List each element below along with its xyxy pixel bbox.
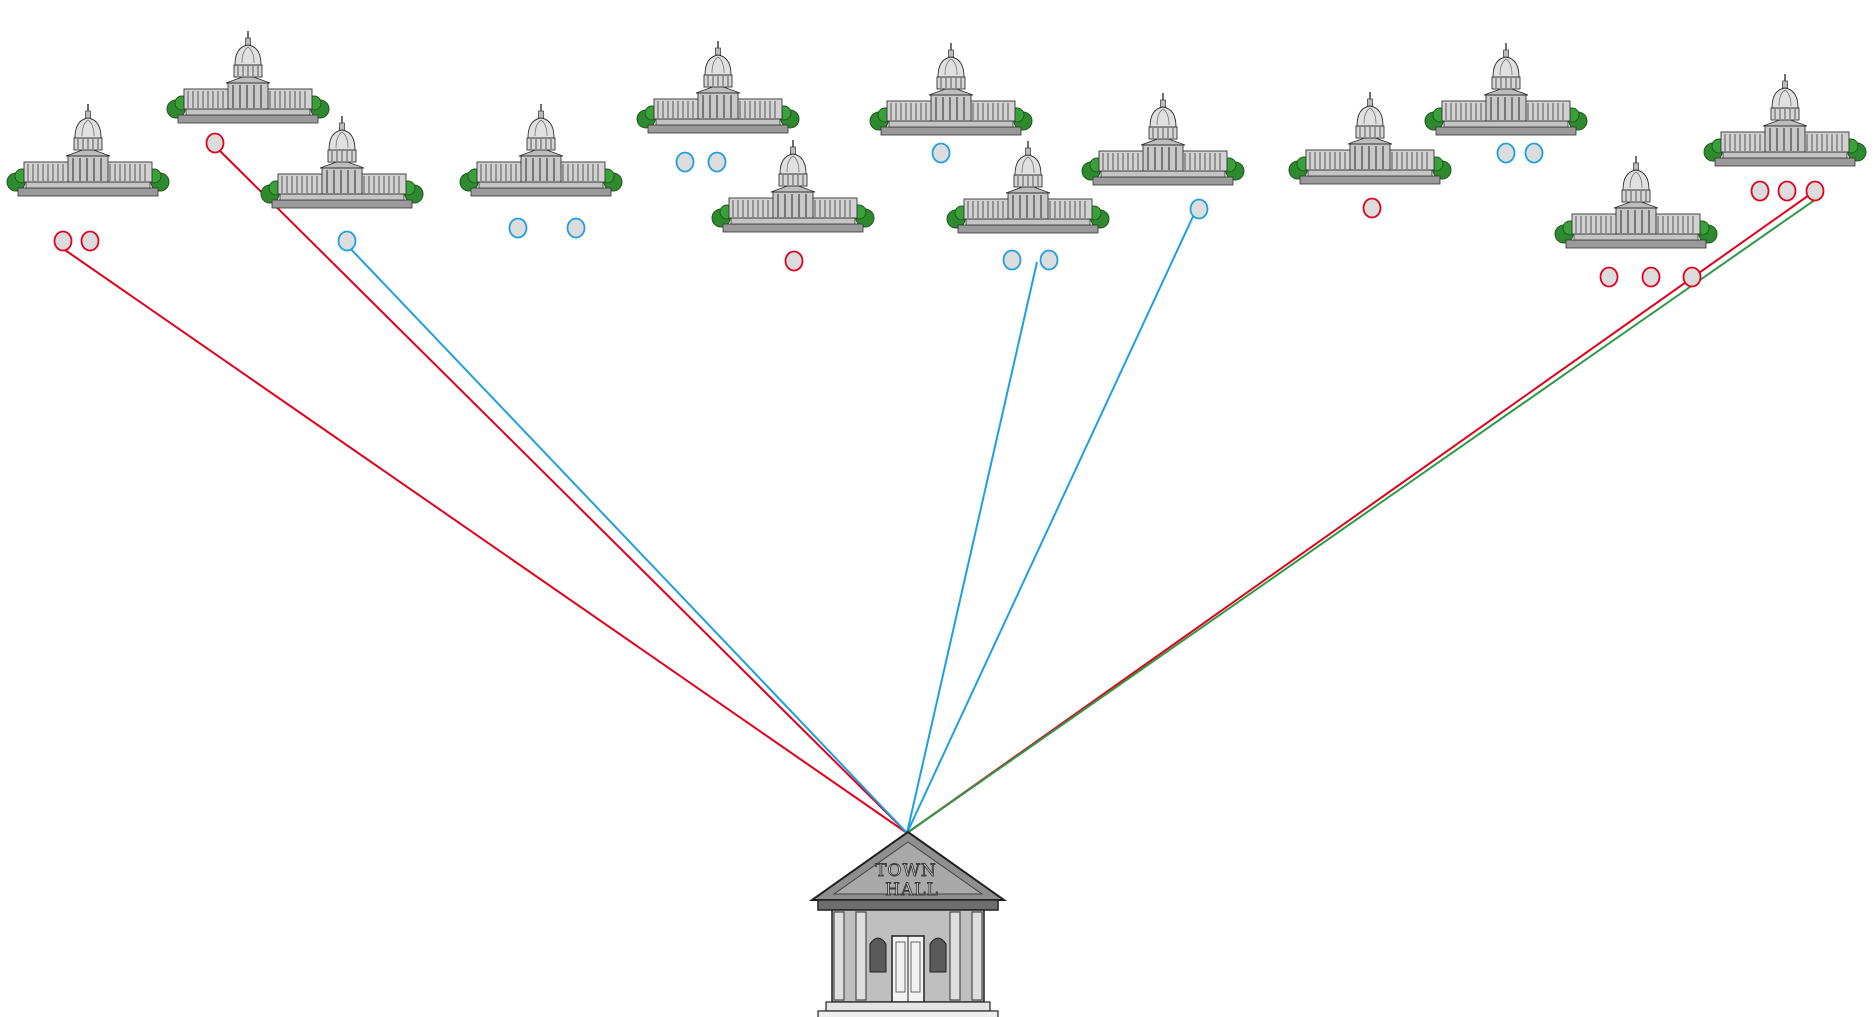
capitol-building-icon [1424,42,1588,136]
marker-blue [566,217,586,239]
connection-line-red [215,146,908,834]
marker-red [1750,180,1770,202]
connection-lines [64,146,1820,834]
marker-red [80,230,100,252]
capitol-building-icon [1288,91,1452,185]
marker-blue [1524,142,1544,164]
capitol-building-icon [636,40,800,134]
connection-line-blue [346,244,908,834]
marker-blue [1496,142,1516,164]
marker-blue [337,230,357,252]
capitol-building-icon [6,103,170,197]
legislator-markers [53,132,1825,288]
marker-red [1641,266,1661,288]
capitol-building-icon [946,140,1110,234]
marker-blue [1002,249,1022,271]
connection-line-green [906,196,1820,834]
marker-red [1805,180,1825,202]
marker-red [53,230,73,252]
marker-red [784,250,804,272]
marker-blue [931,142,951,164]
connection-line-blue [906,261,1038,834]
capitol-building-icon [459,103,623,197]
marker-red [1682,266,1702,288]
marker-blue [1189,198,1209,220]
capitol-building-icon [260,115,424,209]
marker-red [205,132,225,154]
marker-red [1777,180,1797,202]
town-hall-sign-line1: TOWN [875,861,937,881]
capitol-building-icon [1554,155,1718,249]
marker-red [1599,266,1619,288]
capitol-building-icon [1703,73,1867,167]
capitol-building-icon [711,139,875,233]
marker-red [1362,197,1382,219]
connection-line-red [64,249,908,834]
connection-line-red [906,192,1813,834]
town-hall-icon: TOWN HALL [809,831,1007,1017]
marker-blue [1039,249,1059,271]
marker-blue [707,151,727,173]
capitol-building-icon [166,30,330,124]
marker-blue [675,151,695,173]
marker-blue [508,217,528,239]
connection-line-blue [906,209,1197,834]
capitol-building-icon [869,42,1033,136]
town-hall-sign-line2: HALL [885,880,939,900]
capitol-building-icon [1081,92,1245,186]
